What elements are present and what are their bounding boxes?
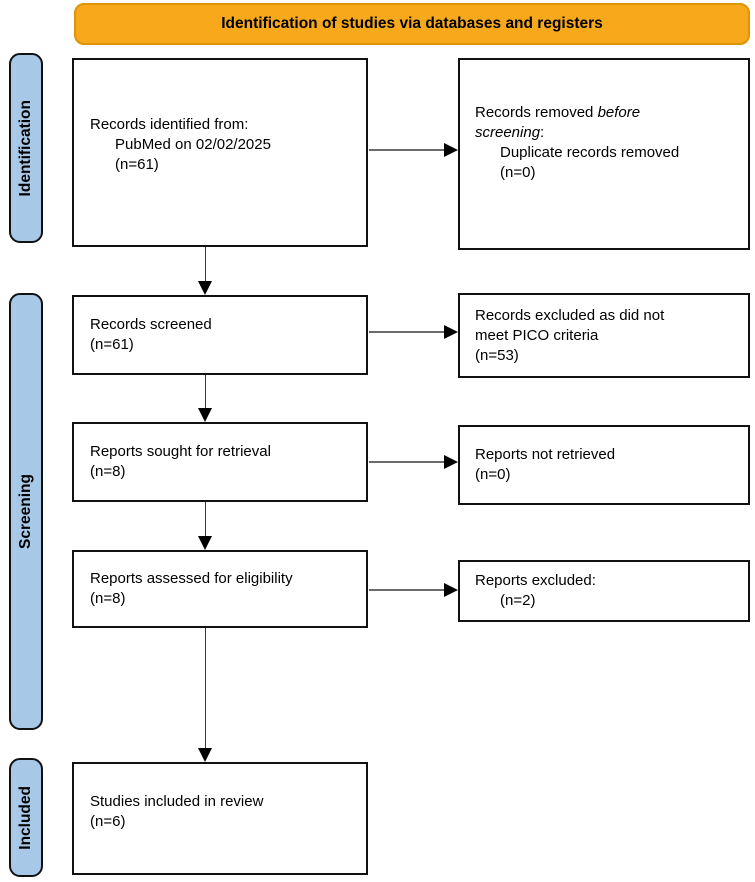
arrowhead-down-icon <box>198 536 212 550</box>
box-text-line: screening: <box>475 123 738 143</box>
box-text-line: Studies included in review <box>90 792 264 810</box>
box-records-identified: Records identified from: PubMed on 02/02… <box>72 58 368 247</box>
arrowhead-right-icon <box>444 143 458 157</box>
box-text-line: (n=8) <box>90 463 126 480</box>
arrowhead-right-icon <box>444 325 458 339</box>
arrowhead-down-icon <box>198 748 212 762</box>
box-records-removed: Records removed before screening: Duplic… <box>458 58 750 250</box>
box-text-line: (n=8) <box>90 590 126 607</box>
arrow-screened-to-excluded <box>369 331 445 333</box>
box-text-line: (n=61) <box>90 336 134 353</box>
box-records-screened: Records screened (n=61) <box>72 295 368 375</box>
box-records-excluded-pico: Records excluded as did not meet PICO cr… <box>458 293 750 378</box>
box-text-line: meet PICO criteria <box>475 326 599 344</box>
arrow-identified-to-screened <box>204 247 206 282</box>
arrow-assessed-to-included <box>204 628 206 748</box>
arrowhead-down-icon <box>198 281 212 295</box>
box-text-line: Duplicate records removed <box>500 144 680 161</box>
stage-label-identification: Identification <box>9 53 43 243</box>
arrow-identified-to-removed <box>369 149 445 151</box>
box-text-line: (n=0) <box>475 466 511 483</box>
text-italic: before <box>597 104 641 121</box>
arrow-sought-to-assessed <box>204 502 206 536</box>
arrowhead-right-icon <box>444 455 458 469</box>
box-reports-assessed: Reports assessed for eligibility (n=8) <box>72 550 368 628</box>
arrowhead-down-icon <box>198 408 212 422</box>
arrow-sought-to-notretrieved <box>369 461 445 463</box>
box-text-line: Reports not retrieved <box>475 446 616 463</box>
text-normal: Records removed <box>475 104 598 121</box>
box-text-line: (n=61) <box>115 155 159 173</box>
box-text-line: Reports sought for retrieval <box>90 443 271 460</box>
stage-label-included: Included <box>9 758 43 877</box>
arrow-screened-to-sought <box>204 375 206 408</box>
box-text-line: Reports excluded: <box>475 572 596 589</box>
box-text-line: Records excluded as did not <box>475 306 665 324</box>
box-text-line: (n=0) <box>500 164 536 181</box>
box-studies-included: Studies included in review (n=6) <box>72 762 368 875</box>
box-reports-not-retrieved: Reports not retrieved (n=0) <box>458 425 750 505</box>
box-reports-sought: Reports sought for retrieval (n=8) <box>72 422 368 502</box>
box-text-line: Records identified from: <box>90 115 249 133</box>
banner-title: Identification of studies via databases … <box>221 15 603 32</box>
box-text-line: (n=6) <box>90 812 126 830</box>
stage-label-screening: Screening <box>9 293 43 730</box>
stage-label-included-text: Included <box>17 785 34 850</box>
box-text-line: Records screened <box>90 316 212 333</box>
text-italic: screening <box>475 124 541 141</box>
box-text-line: (n=2) <box>500 592 536 609</box>
stage-label-screening-text: Screening <box>17 474 34 549</box>
box-text-line: (n=53) <box>475 346 519 364</box>
stage-label-identification-text: Identification <box>17 99 34 197</box>
arrow-assessed-to-excluded <box>369 589 445 591</box>
arrowhead-right-icon <box>444 583 458 597</box>
text-normal: : <box>540 124 545 141</box>
box-reports-excluded: Reports excluded: (n=2) <box>458 560 750 622</box>
box-text-line: Reports assessed for eligibility <box>90 570 293 587</box>
box-text-line: PubMed on 02/02/2025 <box>115 135 271 153</box>
banner: Identification of studies via databases … <box>74 3 750 45</box>
box-text-line: Records removed before <box>475 103 738 123</box>
